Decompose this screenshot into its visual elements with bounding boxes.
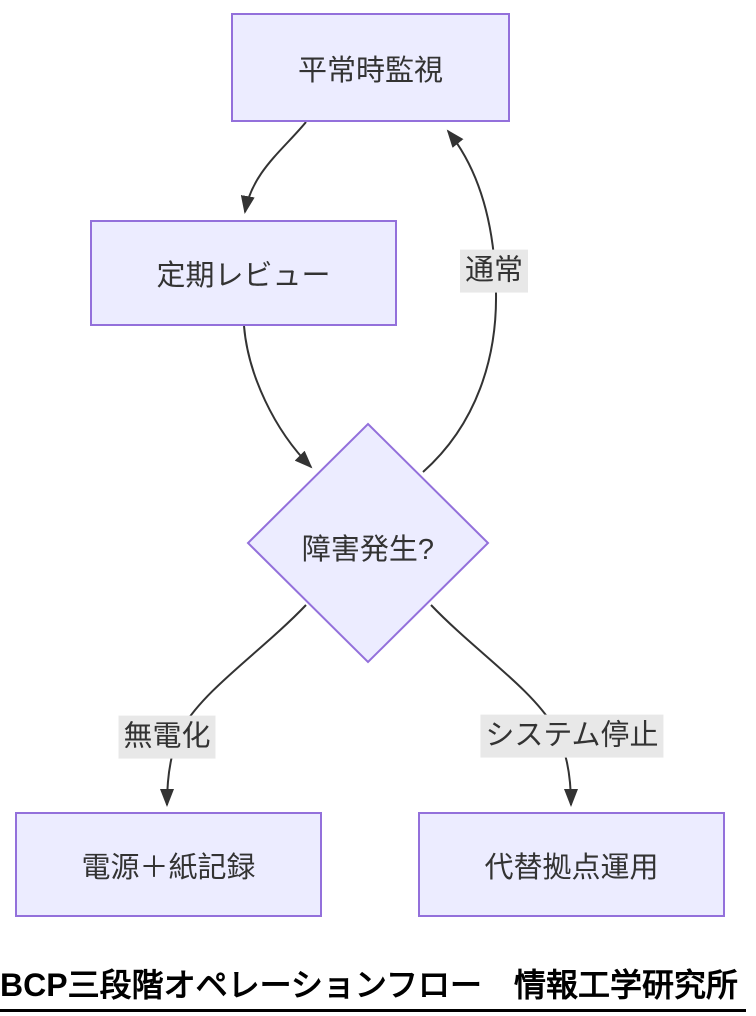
node-review-label: 定期レビュー: [156, 260, 331, 292]
node-decision: 障害発生?: [268, 526, 468, 568]
edge-decision-monitor: [422, 129, 498, 473]
node-decision-label: 障害発生?: [301, 534, 435, 566]
edge-decision-altsite: [430, 604, 578, 807]
node-monitor-label: 平常時監視: [297, 54, 443, 87]
diagram-title: BCP三段階オペレーションフロー 情報工学研究所: [0, 960, 746, 1012]
node-paper: 電源＋紙記録: [15, 812, 322, 917]
edge-review-decision: [243, 325, 313, 469]
edge-label-normal: 通常: [459, 249, 529, 293]
node-monitor: 平常時監視: [231, 13, 510, 122]
decision-diamond-shape: [246, 422, 490, 664]
node-paper-label: 電源＋紙記録: [81, 851, 256, 884]
edge-label-system-down: システム停止: [480, 714, 664, 758]
edge-label-no-power: 無電化: [118, 715, 216, 759]
edge-monitor-review: [240, 121, 307, 214]
node-altsite-label: 代替拠点運用: [484, 851, 659, 884]
edge-decision-paper: [160, 604, 307, 807]
node-review: 定期レビュー: [90, 220, 397, 326]
node-altsite: 代替拠点運用: [418, 812, 725, 917]
